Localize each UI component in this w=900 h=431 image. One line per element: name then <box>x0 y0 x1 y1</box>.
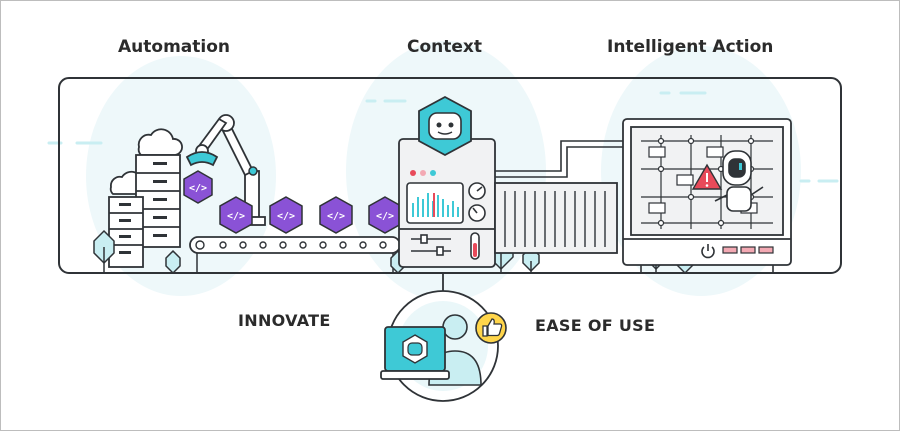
label-innovate: INNOVATE <box>238 311 331 330</box>
machine-controls <box>411 232 480 260</box>
code-tag: </> <box>327 211 345 222</box>
code-item <box>269 196 303 234</box>
code-brackets-icon <box>269 196 303 234</box>
processing-unit <box>494 182 618 254</box>
code-brackets-icon <box>319 196 353 234</box>
code-tags: </> </> </> </> </> <box>189 183 394 222</box>
conveyor-belt <box>189 236 401 273</box>
code-item <box>183 170 213 204</box>
code-brackets-icon <box>183 170 213 204</box>
arm-joint-accent <box>248 166 258 176</box>
code-brackets-icon <box>219 196 253 234</box>
label-ease-of-use: EASE OF USE <box>535 316 656 335</box>
warning-triangle-icon <box>691 163 723 190</box>
status-lights <box>410 170 436 176</box>
main-frame <box>58 77 842 274</box>
heading-automation: Automation <box>118 37 230 57</box>
heading-context: Context <box>407 37 483 57</box>
code-tag: </> <box>376 211 394 222</box>
code-tag: </> <box>189 183 207 194</box>
power-icon <box>701 244 715 259</box>
code-tag: </> <box>277 211 295 222</box>
pipes <box>495 140 623 178</box>
code-tag: </> <box>227 211 245 222</box>
code-item <box>319 196 353 234</box>
background-dashes <box>47 91 839 183</box>
robot-head-icon <box>418 95 472 157</box>
heading-intelligent-action: Intelligent Action <box>607 37 774 57</box>
gauges <box>468 182 486 222</box>
robot-figure <box>714 150 764 212</box>
tree <box>165 249 181 275</box>
tree <box>93 229 115 273</box>
arm-claw <box>185 151 219 167</box>
thumbs-up-icon <box>475 312 507 344</box>
server-lights <box>119 162 167 254</box>
code-item <box>219 196 253 234</box>
conveyor-items <box>183 170 402 234</box>
machine-screen <box>406 182 464 224</box>
monitor-feet <box>640 265 774 273</box>
monitor-buttons <box>722 246 774 254</box>
laptop-screen <box>380 326 450 380</box>
